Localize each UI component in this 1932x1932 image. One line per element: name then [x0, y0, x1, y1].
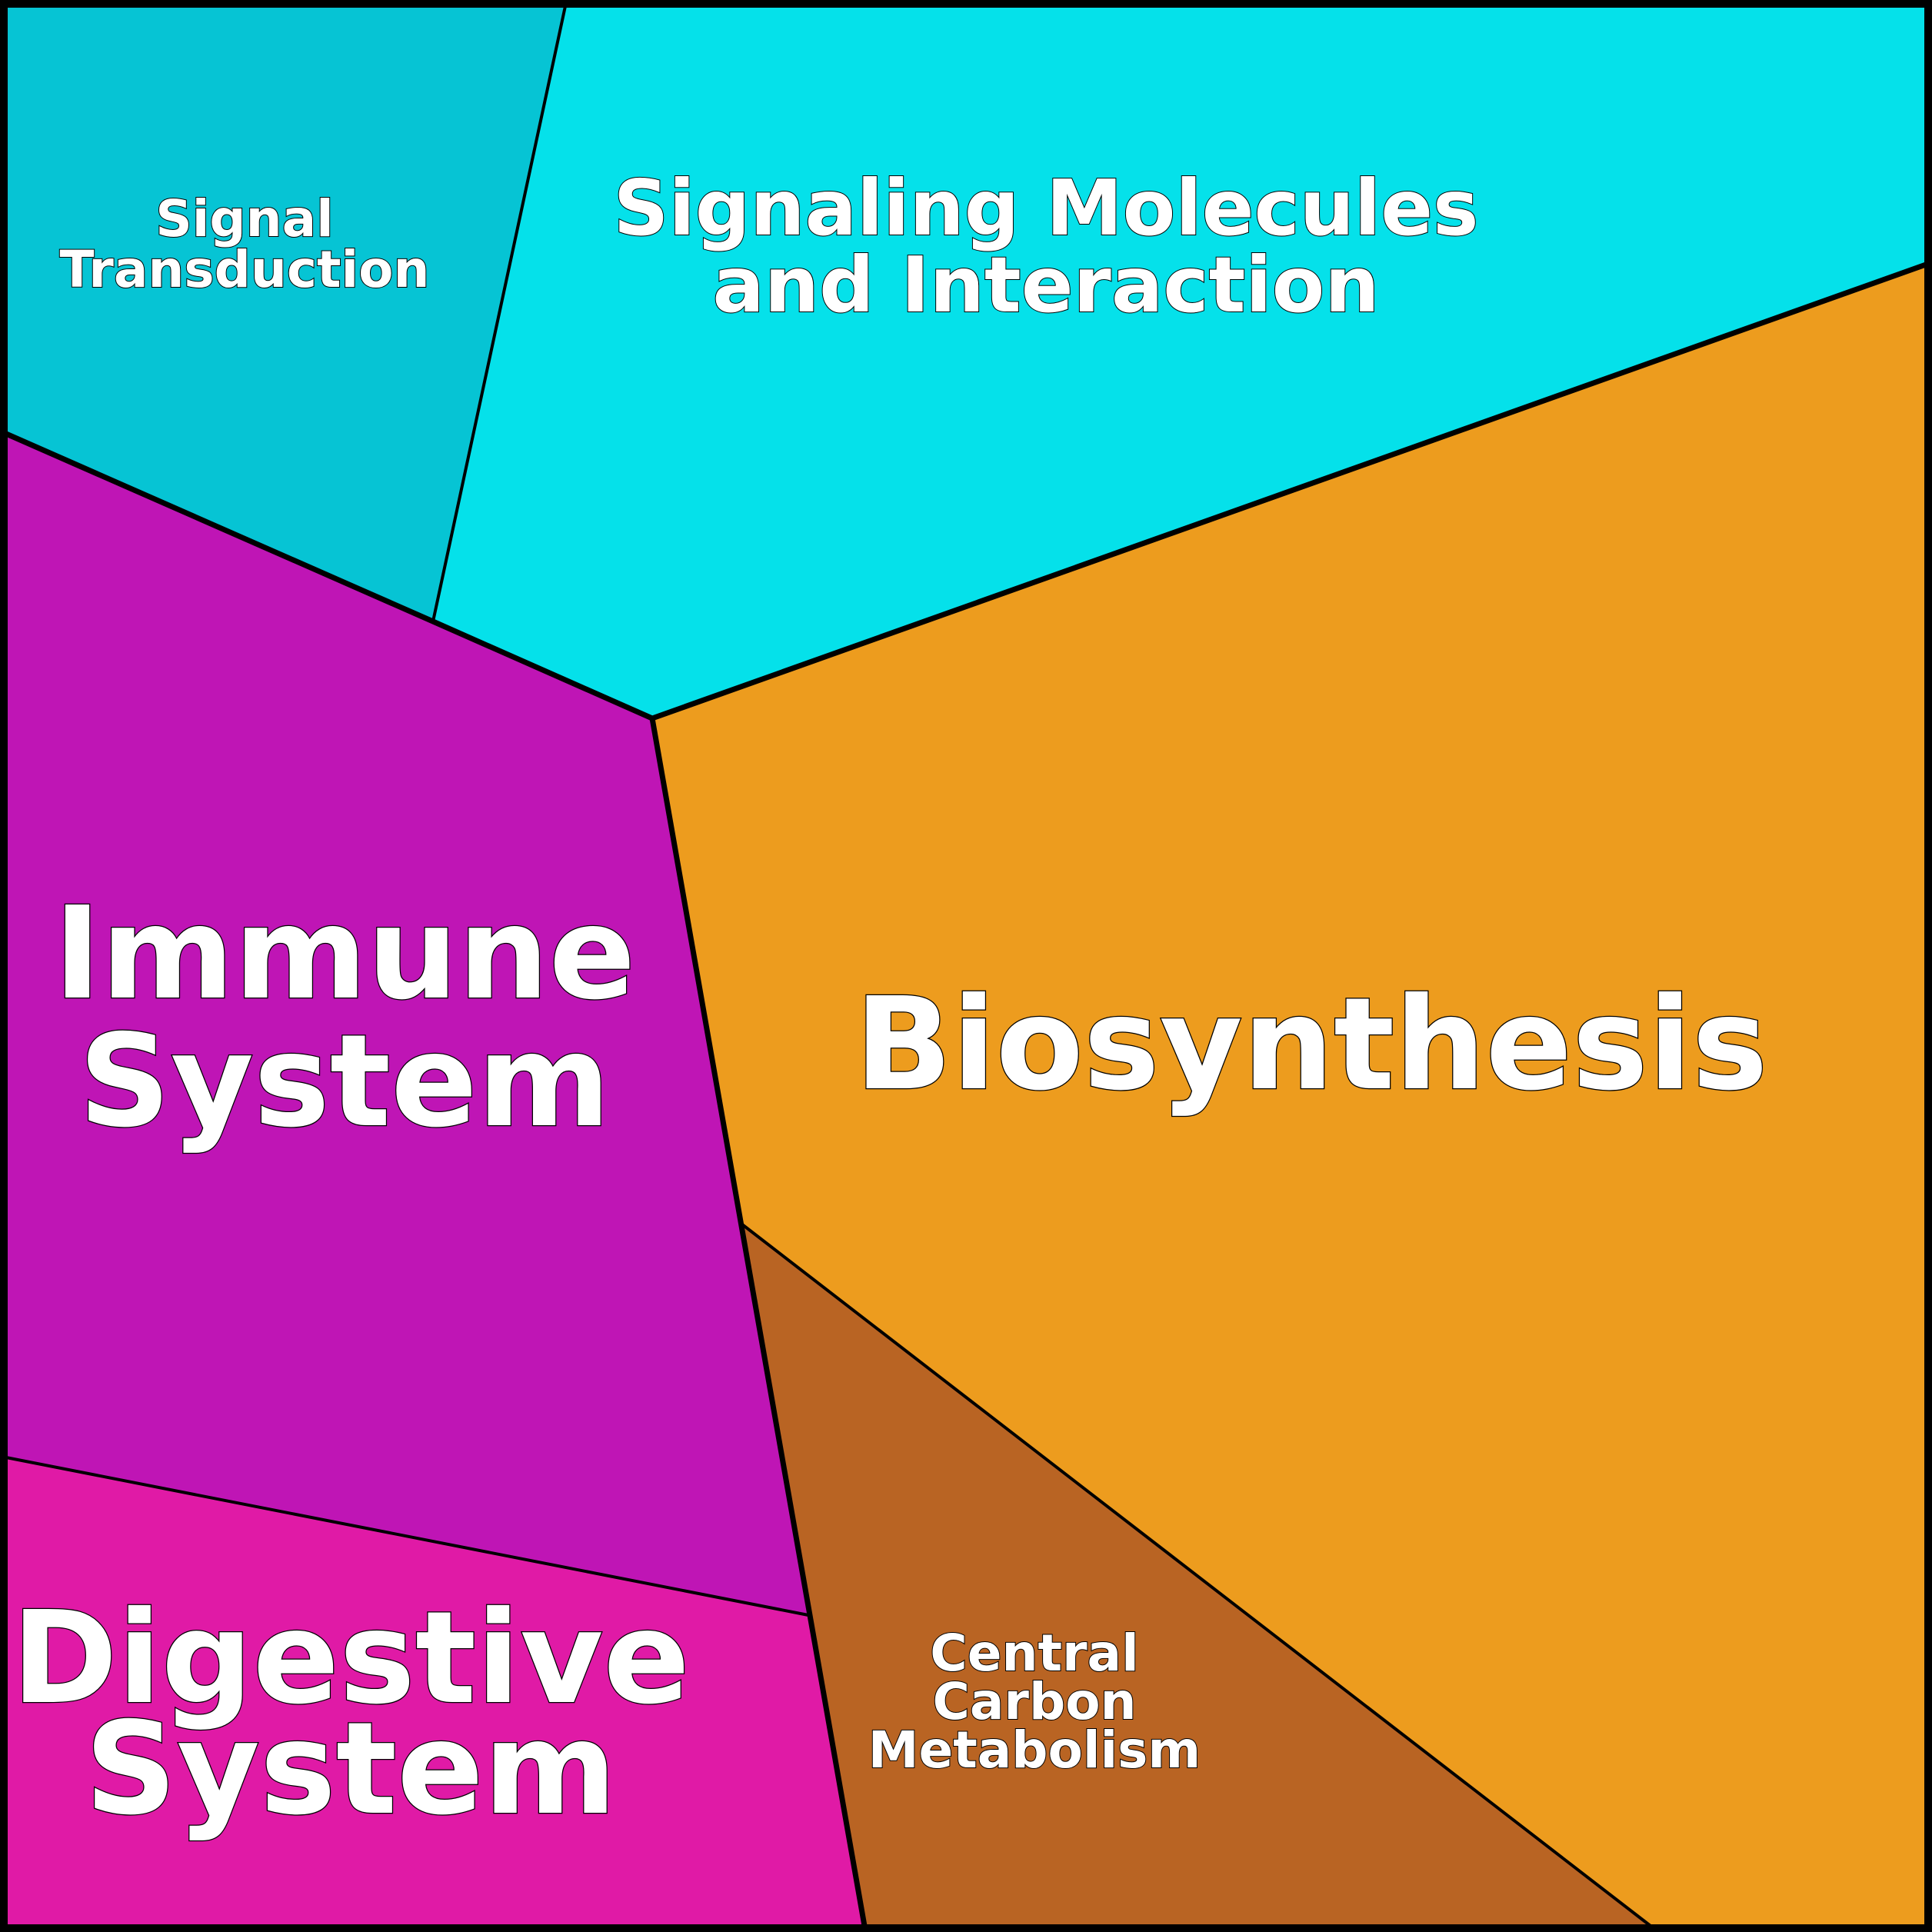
- label-line: Signaling Molecules: [613, 163, 1478, 253]
- label-line: and Interaction: [712, 240, 1379, 330]
- border-biosynthesis-carbon: [741, 1223, 1652, 1927]
- label-biosynthesis: Biosynthesis: [854, 971, 1767, 1119]
- label-line: Central: [930, 1624, 1138, 1683]
- cell-digestive-system: [6, 1457, 864, 1926]
- label-line: Metabolism: [868, 1720, 1201, 1780]
- label-line: Signal: [155, 189, 334, 248]
- cell-signal-transduction: [6, 6, 565, 621]
- border-top-group: [5, 261, 1927, 721]
- label-line: Biosynthesis: [854, 971, 1767, 1119]
- border-immune-digestive: [5, 1456, 809, 1617]
- cell-biosynthesis: [652, 265, 1926, 1926]
- label-line: Carbon: [932, 1672, 1136, 1731]
- label-line: Immune: [54, 880, 636, 1028]
- label-line: Digestive: [12, 1584, 690, 1733]
- label-line: System: [78, 1008, 610, 1156]
- border-signal-split: [431, 5, 567, 622]
- label-line: Transduction: [60, 240, 430, 299]
- label-line: System: [85, 1695, 616, 1844]
- cell-signaling-molecules: [433, 6, 1926, 718]
- border-left-right-groups: [649, 718, 868, 1927]
- cell-immune-system: [6, 434, 808, 1615]
